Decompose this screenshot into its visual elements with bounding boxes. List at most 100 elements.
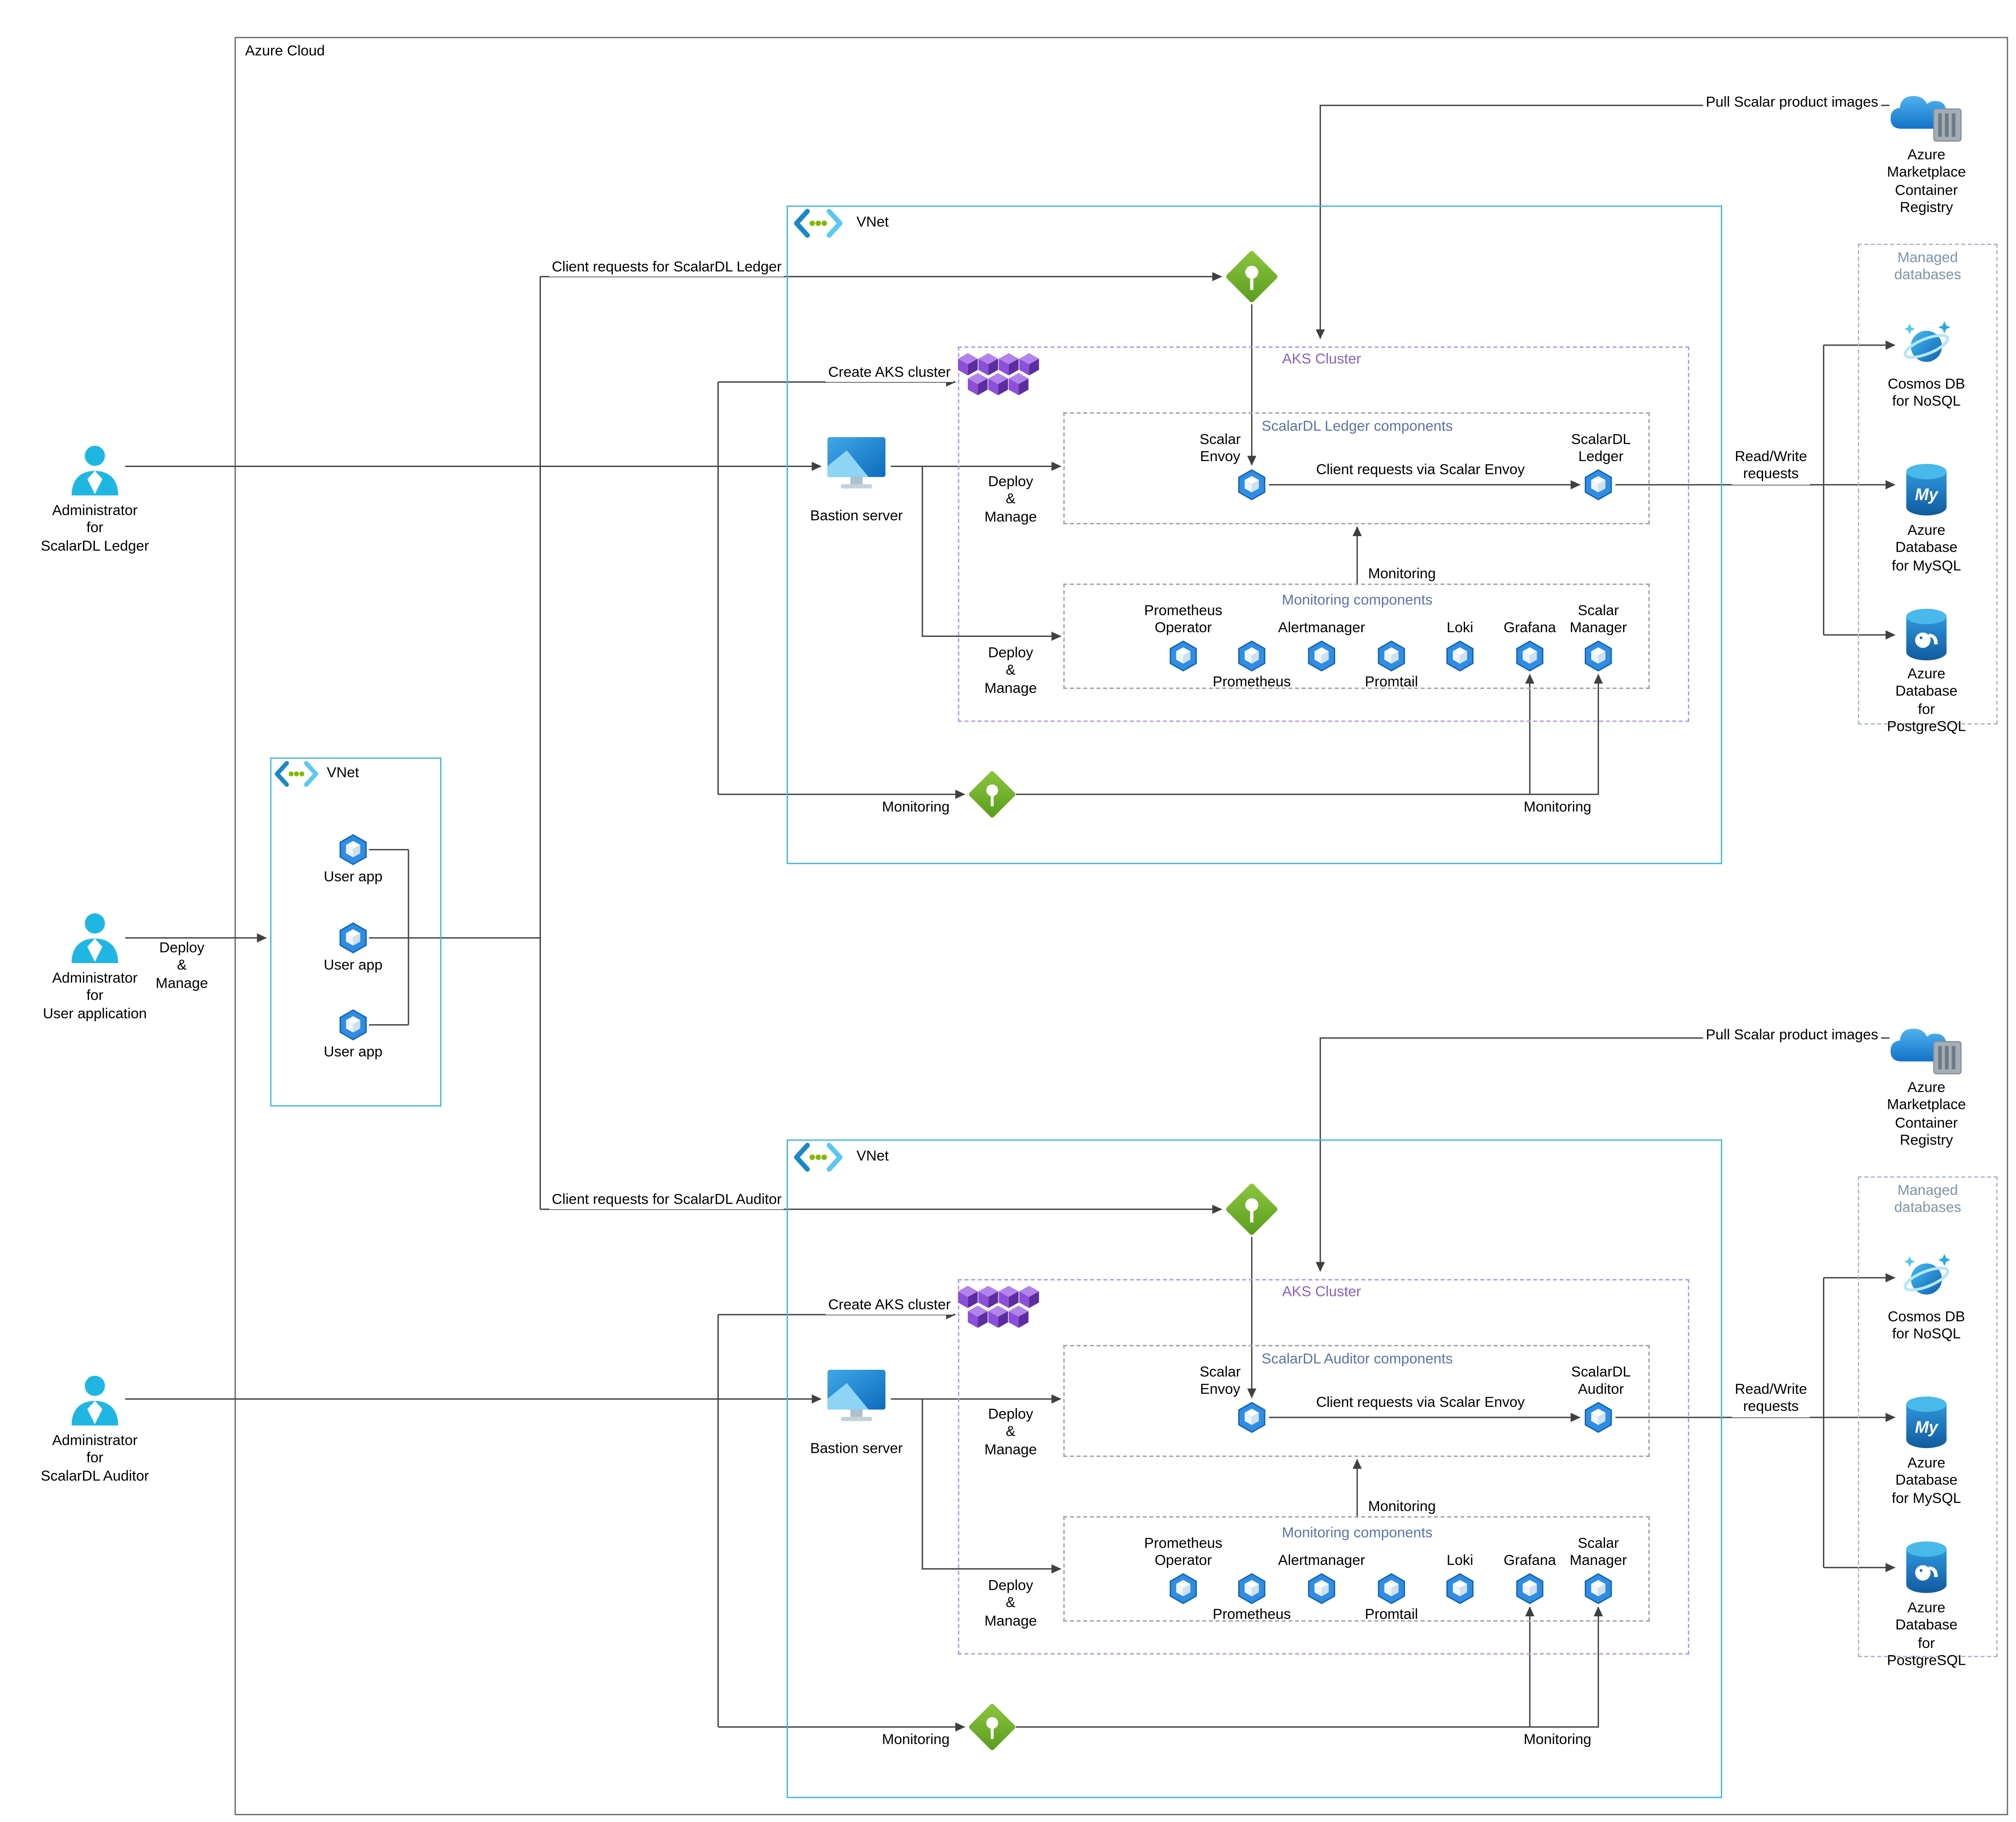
user-app-label: User app: [323, 869, 383, 886]
bastion-server-icon: [825, 435, 888, 493]
cosmos-db-icon: [1900, 1251, 1953, 1304]
vnet-box: [786, 1139, 1723, 1798]
azure-cloud-box: [234, 37, 2008, 1815]
aks-cubes-icon: [958, 352, 1040, 400]
monitoring-item-label: Promtail: [1365, 1607, 1418, 1623]
aks-cluster-box: [958, 346, 1689, 722]
scalar-envoy-icon: [1236, 1402, 1268, 1433]
monitoring-item-icon: [1514, 1573, 1546, 1605]
monitoring-item-icon: [1444, 1573, 1476, 1605]
monitoring-item-icon: [1167, 1573, 1199, 1605]
create-aks-cluster-label: Create AKS cluster: [825, 1297, 954, 1315]
managed-databases-label: Managed databases: [1894, 1183, 1961, 1217]
cosmos-db-label: Cosmos DB for NoSQL: [1887, 1309, 1965, 1343]
monitoring-load-balancer-icon: [967, 769, 1017, 819]
pod-icon: [337, 922, 369, 954]
monitoring-label: Monitoring: [1521, 1732, 1594, 1750]
scalardl-auditor-label: ScalarDL Auditor: [1571, 1365, 1631, 1398]
scalardl-components-label: ScalarDL Auditor components: [1261, 1351, 1453, 1368]
postgresql-label: Azure Database for PostgreSQL: [1887, 1600, 1966, 1669]
aks-cluster-label: AKS Cluster: [1282, 1284, 1361, 1300]
azure-cloud-label: Azure Cloud: [245, 43, 325, 59]
vnet-label: VNet: [856, 1148, 889, 1165]
monitoring-item-icon: [1444, 640, 1476, 672]
mysql-label: Azure Database for MySQL: [1892, 1455, 1961, 1507]
monitoring-item-label: Prometheus Operator: [1144, 1536, 1223, 1570]
monitoring-item-icon: [1583, 640, 1614, 672]
monitoring-components-box: [1063, 583, 1650, 689]
monitoring-item-label: Prometheus: [1212, 674, 1291, 690]
container-registry-label: Azure Marketplace Container Registry: [1887, 1080, 1966, 1149]
monitoring-item-icon: [1306, 1573, 1337, 1605]
monitoring-item-icon: [1376, 640, 1407, 672]
managed-databases-box: [1857, 244, 1998, 725]
deploy-manage-label: Deploy & Manage: [153, 940, 211, 994]
scalardl-auditor-icon: [1583, 1402, 1614, 1433]
load-balancer-icon: [1224, 249, 1279, 304]
read-write-label: Read/Write requests: [1732, 449, 1810, 485]
monitoring-item-icon: [1376, 1573, 1407, 1605]
monitoring-item-label: Prometheus: [1212, 1607, 1291, 1623]
monitoring-label: Monitoring: [879, 1732, 952, 1750]
via-envoy-label: Client requests via Scalar Envoy: [1313, 1395, 1528, 1413]
monitoring-label: Monitoring: [1366, 1499, 1439, 1517]
deploy-manage-label: Deploy & Manage: [984, 1578, 1037, 1629]
monitoring-item-label: Scalar Manager: [1570, 603, 1627, 637]
deploy-manage-label: Deploy & Manage: [984, 645, 1037, 697]
user-icon: [67, 443, 122, 498]
monitoring-label: Monitoring: [1366, 566, 1439, 584]
pod-icon: [337, 1009, 369, 1041]
monitoring-components-label: Monitoring components: [1282, 593, 1433, 609]
actor-label: Administrator for ScalarDL Ledger: [40, 503, 149, 555]
aks-cubes-icon: [958, 1284, 1040, 1332]
monitoring-item-label: Alertmanager: [1278, 620, 1366, 636]
postgresql-icon: [1903, 606, 1950, 663]
monitoring-item-icon: [1583, 1573, 1614, 1605]
via-envoy-label: Client requests via Scalar Envoy: [1313, 462, 1528, 480]
vnet-icon: [793, 1142, 844, 1173]
managed-databases-box: [1857, 1176, 1998, 1657]
mysql-icon: [1903, 1394, 1950, 1450]
scalardl-components-box: [1063, 412, 1650, 524]
pull-images-label: Pull Scalar product images: [1703, 95, 1881, 113]
container-registry-label: Azure Marketplace Container Registry: [1887, 148, 1966, 217]
pull-images-label: Pull Scalar product images: [1703, 1027, 1881, 1045]
monitoring-item-label: Loki: [1446, 620, 1473, 636]
monitoring-item-label: Prometheus Operator: [1144, 603, 1223, 637]
vnet-label: VNet: [856, 215, 889, 231]
scalar-envoy-label: Scalar Envoy: [1199, 1365, 1241, 1398]
user-app-label: User app: [323, 1044, 383, 1061]
monitoring-item-label: Grafana: [1503, 620, 1556, 636]
client-requests-label: Client requests for ScalarDL Auditor: [549, 1192, 785, 1210]
monitoring-item-icon: [1236, 1573, 1268, 1605]
monitoring-components-label: Monitoring components: [1282, 1525, 1433, 1541]
monitoring-label: Monitoring: [879, 800, 952, 818]
postgresql-icon: [1903, 1539, 1950, 1595]
mysql-icon: [1903, 461, 1950, 518]
aks-cluster-label: AKS Cluster: [1282, 352, 1361, 368]
client-requests-label: Client requests for ScalarDL Ledger: [549, 259, 785, 277]
vnet-icon: [793, 208, 844, 239]
monitoring-item-icon: [1306, 640, 1337, 672]
load-balancer-icon: [1224, 1182, 1279, 1237]
scalardl-ledger-icon: [1583, 469, 1614, 501]
scalar-envoy-label: Scalar Envoy: [1199, 432, 1241, 466]
user-icon: [67, 910, 122, 966]
bastion-server-label: Bastion server: [810, 1441, 903, 1457]
user-icon: [67, 1373, 122, 1428]
monitoring-item-label: Promtail: [1365, 674, 1418, 690]
monitoring-label: Monitoring: [1521, 800, 1594, 818]
deploy-manage-label: Deploy & Manage: [984, 474, 1037, 526]
cosmos-db-icon: [1900, 319, 1953, 371]
monitoring-item-label: Grafana: [1503, 1553, 1556, 1569]
monitoring-item-label: Scalar Manager: [1570, 1536, 1627, 1570]
aks-cluster-box: [958, 1279, 1689, 1655]
monitoring-item-label: Loki: [1446, 1553, 1473, 1569]
actor-label: Administrator for ScalarDL Auditor: [40, 1433, 149, 1484]
managed-databases-label: Managed databases: [1894, 250, 1961, 284]
create-aks-cluster-label: Create AKS cluster: [825, 365, 954, 383]
monitoring-components-box: [1063, 1516, 1650, 1622]
bastion-server-label: Bastion server: [810, 508, 903, 524]
user-app-label: User app: [323, 958, 383, 974]
